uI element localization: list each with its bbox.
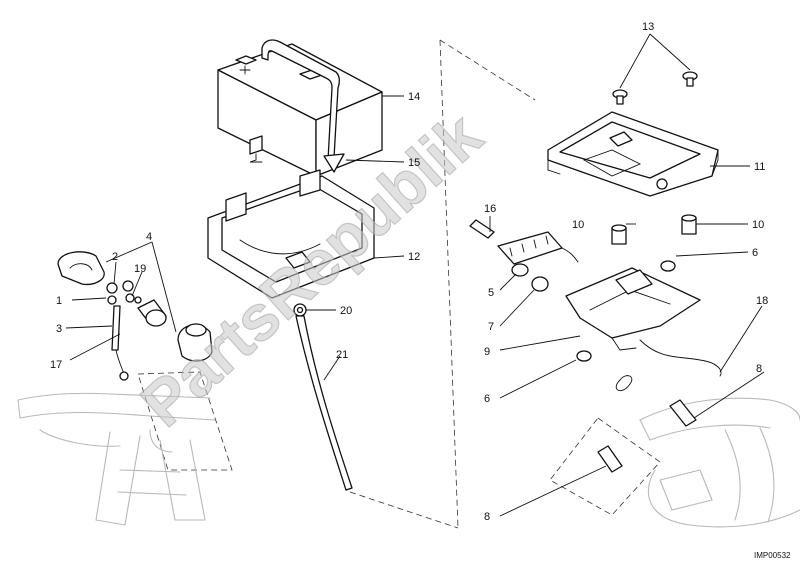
hose-clip[interactable] [293, 303, 307, 317]
bolt[interactable] [469, 219, 495, 239]
callout-21: 21 [336, 349, 348, 361]
relay-cylinder[interactable] [137, 299, 167, 327]
grommets[interactable] [511, 263, 549, 292]
terminal-cap-upper[interactable] [57, 251, 105, 286]
battery-tray[interactable] [207, 169, 375, 299]
breather-hose[interactable] [295, 315, 353, 491]
callout-10-left: 10 [572, 219, 584, 231]
lower-support-bracket[interactable] [565, 267, 701, 351]
battery-cable[interactable] [111, 305, 129, 381]
callout-3: 3 [56, 323, 62, 335]
callout-1: 1 [56, 295, 62, 307]
connector-block[interactable] [497, 231, 579, 265]
studs[interactable] [597, 399, 697, 473]
callout-18: 18 [756, 295, 768, 307]
callout-4: 4 [146, 231, 152, 243]
screws-top[interactable] [612, 71, 698, 105]
nuts-side[interactable] [576, 260, 676, 362]
callout-19: 19 [134, 263, 146, 275]
battery-mounting-bracket[interactable] [547, 111, 719, 197]
callout-13: 13 [642, 21, 654, 33]
callout-5: 5 [488, 287, 494, 299]
callout-16: 16 [484, 203, 496, 215]
callout-10-right: 10 [752, 219, 764, 231]
frame-ghost-left [17, 392, 216, 526]
reference-code: IMP00532 [754, 551, 791, 560]
leader-lines [65, 33, 765, 517]
callout-12: 12 [408, 251, 420, 263]
callout-labels: 14 15 12 20 21 13 11 10 10 6 16 5 7 9 6 … [50, 21, 768, 523]
nuts-and-washers[interactable] [106, 280, 142, 305]
battery-strap[interactable] [261, 39, 345, 173]
callout-2: 2 [112, 251, 118, 263]
callout-15: 15 [408, 157, 420, 169]
callout-8-right: 8 [756, 363, 762, 375]
spring-hook[interactable] [615, 339, 722, 392]
assembly-boundaries [137, 39, 661, 529]
spacers[interactable] [611, 214, 697, 245]
callout-8-lower: 8 [484, 511, 490, 523]
terminal-cap-lower[interactable] [177, 323, 213, 362]
callout-17: 17 [50, 359, 62, 371]
callout-7: 7 [488, 321, 494, 333]
callout-6-upper: 6 [752, 247, 758, 259]
plus-terminal-icon [239, 65, 251, 75]
fender-ghost-right [639, 397, 800, 528]
callout-20: 20 [340, 305, 352, 317]
callout-6-lower: 6 [484, 393, 490, 405]
callout-14: 14 [408, 91, 420, 103]
callout-11: 11 [754, 161, 765, 173]
callout-9: 9 [484, 346, 490, 358]
